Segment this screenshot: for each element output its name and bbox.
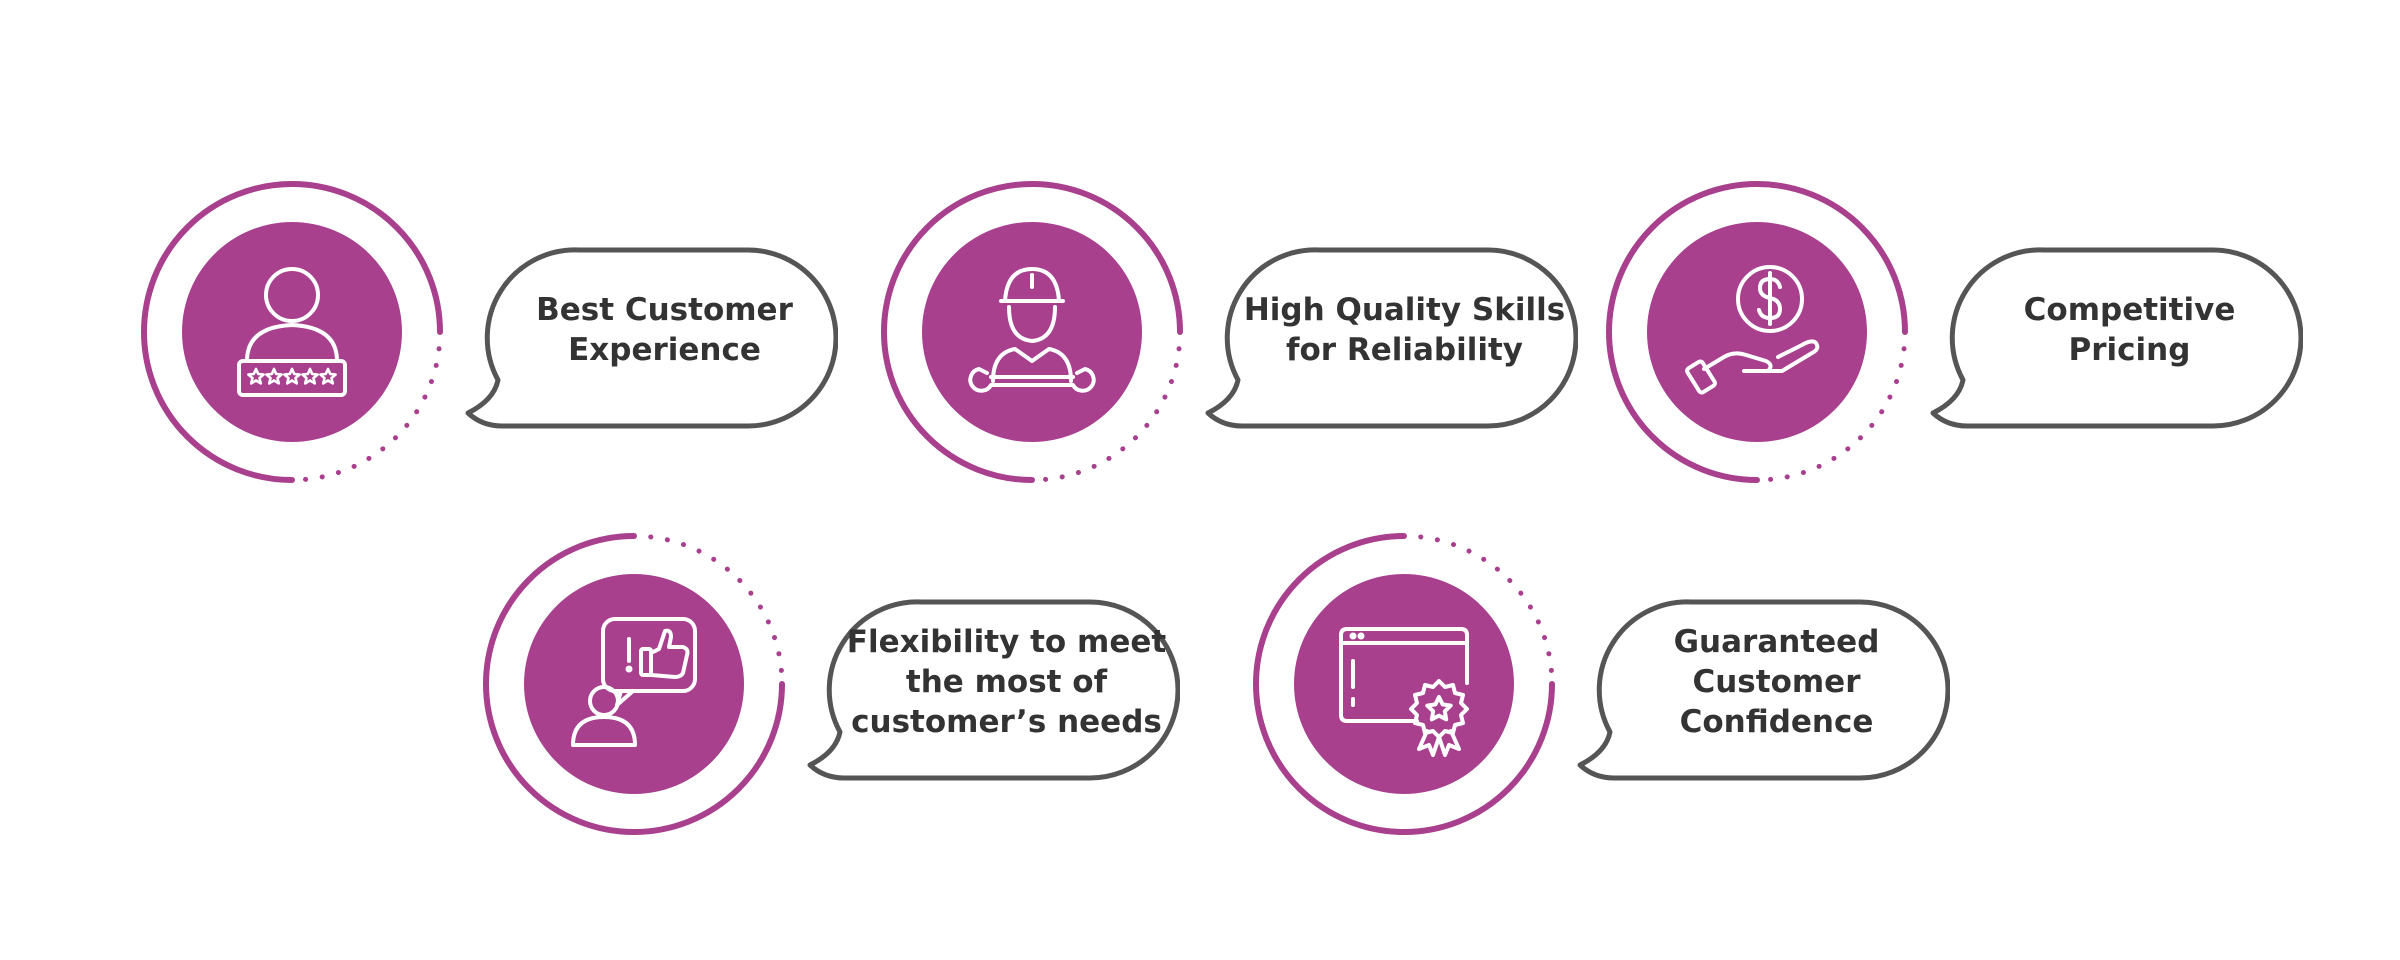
progress-ring xyxy=(1253,533,1555,835)
feature-label: High Quality Skills for Reliability xyxy=(1243,292,1566,368)
feature-high-quality-skills: High Quality Skills for Reliability xyxy=(880,180,1580,500)
speech-bubble xyxy=(1930,247,2303,429)
feature-label: Flexibility to meet the most of customer… xyxy=(846,624,1167,740)
speech-bubble xyxy=(1577,599,1950,781)
progress-ring xyxy=(881,181,1183,483)
icon-disc xyxy=(1647,222,1867,442)
feature-label: Guaranteed Customer Confidence xyxy=(1673,624,1880,740)
feature-competitive-pricing: Competitive Pricing xyxy=(1605,180,2305,500)
mechanic-wrench-icon xyxy=(968,267,1096,393)
feature-flexibility: Flexibility to meet the most of customer… xyxy=(482,532,1182,852)
progress-ring xyxy=(141,181,443,483)
icon-disc xyxy=(1294,574,1514,794)
speech-bubble xyxy=(1205,247,1578,429)
user-rating-icon xyxy=(237,267,347,397)
speech-bubble xyxy=(807,599,1180,781)
user-thumbs-up-icon xyxy=(571,617,697,747)
feature-guaranteed-confidence: Guaranteed Customer Confidence xyxy=(1252,532,1952,852)
feature-best-customer-experience: Best Customer Experience xyxy=(140,180,840,500)
icon-disc xyxy=(182,222,402,442)
certificate-badge-icon xyxy=(1339,627,1469,757)
progress-ring xyxy=(1606,181,1908,483)
hand-dollar-icon xyxy=(1685,265,1820,395)
icon-disc xyxy=(524,574,744,794)
icon-disc xyxy=(922,222,1142,442)
feature-label: Best Customer Experience xyxy=(536,292,793,368)
feature-label: Competitive Pricing xyxy=(2023,292,2236,368)
progress-ring xyxy=(483,533,785,835)
speech-bubble xyxy=(465,247,838,429)
